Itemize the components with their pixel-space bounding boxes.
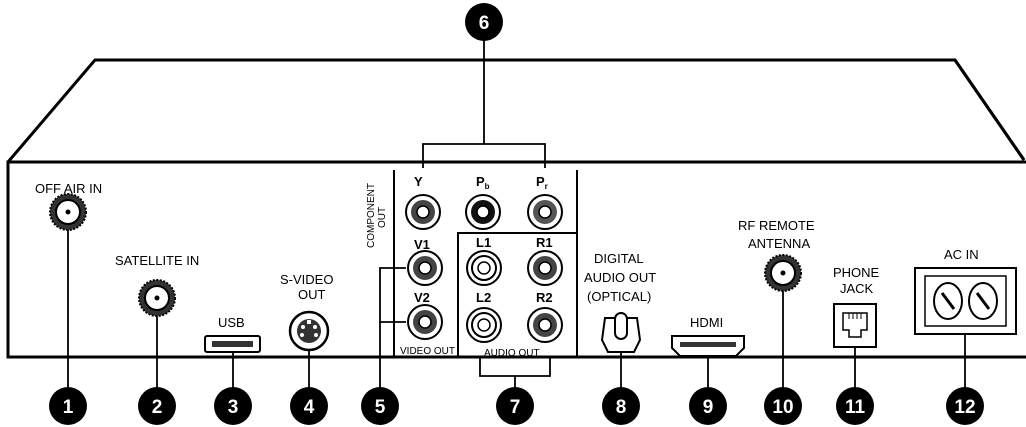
hdmi-port xyxy=(671,335,745,357)
label-phone-2: JACK xyxy=(840,281,874,296)
label-satellite-in: SATELLITE IN xyxy=(115,253,199,268)
svg-text:10: 10 xyxy=(772,397,793,418)
audio-l2-jack xyxy=(466,307,502,343)
label-l1: L1 xyxy=(476,235,491,250)
svg-text:1: 1 xyxy=(63,397,74,418)
off-air-in-coax-connector xyxy=(49,193,87,231)
svg-text:9: 9 xyxy=(703,397,714,418)
svg-text:7: 7 xyxy=(510,397,521,418)
svg-text:6: 6 xyxy=(479,13,490,34)
label-off-air-in: OFF AIR IN xyxy=(35,181,102,196)
label-component-2: OUT xyxy=(377,207,388,228)
label-component-out: COMPONENT OUT xyxy=(366,183,388,248)
callout-6: 6 xyxy=(465,3,503,41)
label-rf-2: ANTENNA xyxy=(748,236,810,251)
svg-text:12: 12 xyxy=(954,397,975,418)
label-phone-1: PHONE xyxy=(833,265,880,280)
component-pb-jack xyxy=(465,194,501,230)
label-usb: USB xyxy=(218,315,245,330)
label-ac-in: AC IN xyxy=(944,247,979,262)
label-hdmi: HDMI xyxy=(690,315,723,330)
label-y: Y xyxy=(414,174,423,189)
svg-text:3: 3 xyxy=(228,397,239,418)
audio-r2-jack xyxy=(527,307,563,343)
label-audio-out: AUDIO OUT xyxy=(484,348,540,359)
label-r1: R1 xyxy=(536,235,553,250)
label-r2: R2 xyxy=(536,290,553,305)
label-pr: Pr xyxy=(536,174,548,191)
label-v2: V2 xyxy=(414,290,430,305)
audio-section-box xyxy=(457,232,578,358)
video-v1-jack xyxy=(407,250,443,286)
label-v1: V1 xyxy=(414,237,430,252)
box-top-right-edge xyxy=(953,59,1026,161)
callout-12: 12 xyxy=(946,387,984,425)
callout-10: 10 xyxy=(764,387,802,425)
video-v2-jack xyxy=(407,304,443,340)
svg-text:8: 8 xyxy=(616,397,627,418)
label-pb: Pb xyxy=(476,174,490,191)
phone-jack-port xyxy=(833,303,877,348)
label-video-out: VIDEO OUT xyxy=(400,346,455,357)
component-y-jack xyxy=(405,194,441,230)
callout-3: 3 xyxy=(214,387,252,425)
callout-8: 8 xyxy=(602,387,640,425)
label-digital-3: (OPTICAL) xyxy=(587,289,651,304)
label-rf-1: RF REMOTE xyxy=(738,218,815,233)
audio-r1-jack xyxy=(527,250,563,286)
svg-text:2: 2 xyxy=(152,397,163,418)
box-top-outline xyxy=(6,58,1026,163)
label-digital-1: DIGITAL xyxy=(594,251,644,266)
callout-9: 9 xyxy=(689,387,727,425)
svg-text:11: 11 xyxy=(845,397,866,418)
callout-4: 4 xyxy=(290,387,328,425)
label-digital-2: AUDIO OUT xyxy=(584,270,656,285)
label-svideo-2: OUT xyxy=(298,287,326,302)
rf-remote-antenna-connector xyxy=(764,254,802,292)
label-component-1: COMPONENT xyxy=(366,183,377,248)
leader-lines xyxy=(67,40,966,388)
ac-power-inlet xyxy=(914,267,1017,335)
audio-l1-jack xyxy=(466,250,502,286)
optical-audio-port xyxy=(600,312,642,353)
callout-2: 2 xyxy=(138,387,176,425)
label-l2: L2 xyxy=(476,290,491,305)
usb-port xyxy=(204,335,261,353)
callout-1: 1 xyxy=(49,387,87,425)
satellite-in-coax-connector xyxy=(138,279,176,317)
callout-5: 5 xyxy=(361,387,399,425)
component-pr-jack xyxy=(527,194,563,230)
callout-7: 7 xyxy=(496,387,534,425)
svideo-port xyxy=(288,310,330,352)
svg-text:4: 4 xyxy=(304,397,315,418)
svg-text:5: 5 xyxy=(375,397,386,418)
callout-11: 11 xyxy=(836,387,874,425)
label-svideo-1: S-VIDEO xyxy=(280,272,333,287)
